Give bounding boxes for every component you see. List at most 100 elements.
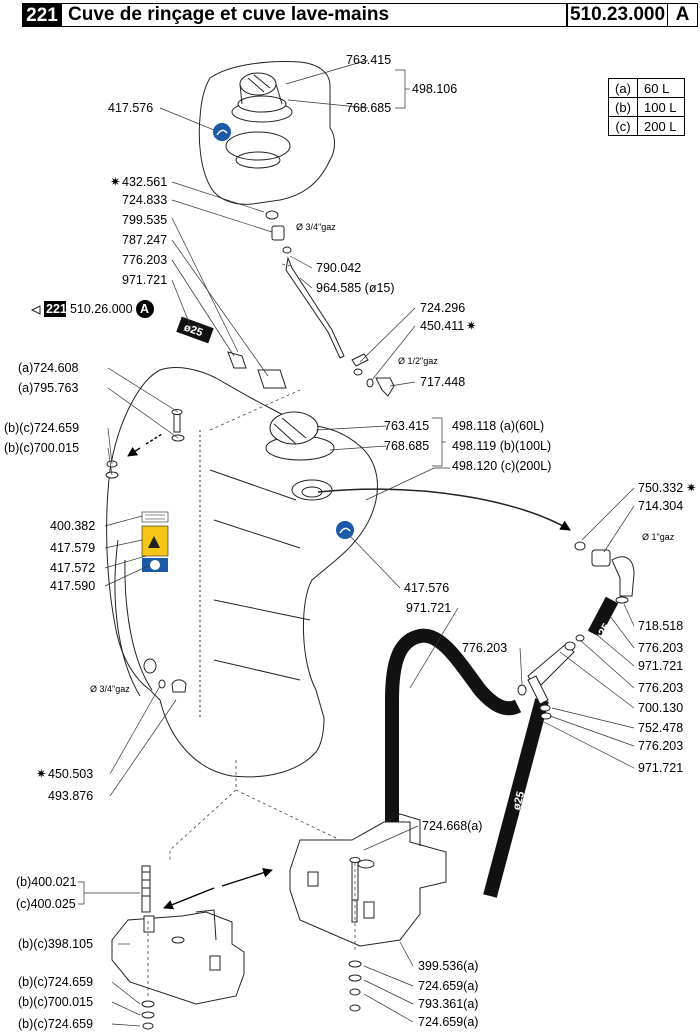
bracket-studs	[141, 857, 362, 1030]
assembly-arrows	[127, 433, 273, 910]
cross-reference: 221 510.26.000 A	[30, 300, 154, 318]
part-label: 498.119 (b)(100L)	[452, 439, 551, 453]
part-label: 768.685	[384, 439, 429, 453]
part-label: 752.478	[638, 721, 683, 735]
part-label: 714.304	[638, 499, 683, 513]
connector-pipe-section: ø25	[176, 316, 287, 389]
part-label: 400.382	[50, 519, 95, 533]
handwash-tank	[198, 61, 335, 205]
part-label: 417.576	[404, 581, 449, 595]
capacity-row: (a)60 L	[608, 78, 685, 98]
part-label: 724.833	[122, 193, 167, 207]
part-label: 432.561	[122, 175, 167, 189]
capacity-volume: 200 L	[637, 116, 685, 136]
part-label: 768.685	[346, 101, 391, 115]
wall-bolts	[105, 409, 185, 479]
thread-size-label: Ø 1"gaz	[642, 532, 675, 542]
part-label: 498.120 (c)(200L)	[452, 459, 551, 473]
part-label: (c)400.025	[16, 897, 76, 911]
cross-ref-revision: A	[140, 302, 149, 316]
cross-ref-section: 221	[46, 302, 67, 316]
part-label: 750.332	[638, 481, 683, 495]
part-label: (b)(c)700.015	[4, 441, 79, 455]
part-label: 417.579	[50, 541, 95, 555]
part-label: 776.203	[462, 641, 507, 655]
part-label: 799.535	[122, 213, 167, 227]
part-label: 498.118 (a)(60L)	[452, 419, 544, 433]
page-title: Cuve de rinçage et cuve lave-mains	[62, 3, 567, 27]
drain-fittings	[143, 658, 187, 693]
part-label: 971.721	[122, 273, 167, 287]
thread-size-label: Ø 3/4"gaz	[296, 222, 336, 232]
part-label: 417.572	[50, 561, 95, 575]
bracket-a	[289, 813, 447, 947]
star-marker: ✷	[686, 481, 697, 495]
reference-code: 510.23.000	[567, 3, 668, 27]
warning-stickers	[141, 511, 169, 572]
part-label: 724.659(a)	[418, 1015, 478, 1029]
part-label: 971.721	[638, 761, 683, 775]
page-header: 221 Cuve de rinçage et cuve lave-mains 5…	[0, 0, 700, 30]
part-label: 763.415	[346, 53, 391, 67]
outlet-hose	[317, 488, 571, 531]
part-label: (b)(c)724.659	[18, 975, 93, 989]
rinse-tank	[106, 367, 378, 778]
part-label: 776.203	[638, 681, 683, 695]
part-label: (a)724.608	[18, 361, 79, 375]
part-label: (b)400.021	[16, 875, 77, 889]
part-label: 450.411	[420, 319, 464, 333]
capacity-table: (a)60 L (b)100 L (c)200 L	[608, 78, 685, 136]
part-labels: 417.576 763.415 768.685 498.106 ✷ 432.56…	[4, 53, 697, 1031]
part-label: (a)795.763	[18, 381, 79, 395]
tee-fitting	[517, 634, 585, 720]
bracket-bc	[111, 909, 245, 1005]
part-label: 399.536(a)	[418, 959, 478, 973]
leader-lines	[78, 59, 635, 1027]
handwash-cap	[231, 72, 293, 123]
capacity-row: (c)200 L	[608, 116, 685, 136]
pipe-diameter-label: ø25	[511, 790, 528, 811]
assembly-lines	[147, 263, 356, 996]
part-label: 793.361(a)	[418, 997, 478, 1011]
top-outlet-fittings	[265, 210, 395, 397]
part-label: 717.448	[420, 375, 465, 389]
star-marker: ✷	[110, 175, 121, 189]
part-label: 776.203	[122, 253, 167, 267]
cross-ref-number: 510.26.000	[70, 302, 133, 316]
part-label: 724.668(a)	[422, 819, 482, 833]
pipe-diameter-label: ø25	[403, 693, 415, 712]
part-label: 724.659(a)	[418, 979, 478, 993]
part-label: 971.721	[638, 659, 683, 673]
thread-size-label: Ø 1/2"gaz	[398, 356, 438, 366]
pipe-segments: ø25 ø25 ø25	[385, 596, 619, 898]
part-label: 790.042	[316, 261, 361, 275]
water-sticker-icon-2	[336, 521, 354, 539]
star-marker: ✷	[36, 767, 47, 781]
outlet-elbow	[574, 541, 635, 604]
part-label: 964.585 (ø15)	[316, 281, 395, 295]
section-number: 221	[22, 3, 62, 27]
part-label: 787.247	[122, 233, 167, 247]
capacity-volume: 60 L	[637, 78, 685, 98]
water-sticker-icon	[213, 123, 231, 141]
rinse-cap	[265, 411, 335, 461]
star-marker: ✷	[466, 319, 477, 333]
part-label: 776.203	[638, 739, 683, 753]
part-label: (b)(c)398.105	[18, 937, 93, 951]
part-label: (b)(c)724.659	[4, 421, 79, 435]
part-label: 763.415	[384, 419, 429, 433]
revision-letter: A	[668, 3, 698, 27]
part-label: 417.590	[50, 579, 95, 593]
capacity-volume: 100 L	[637, 97, 685, 117]
part-label: 417.576	[108, 101, 153, 115]
part-label: 718.518	[638, 619, 683, 633]
part-label: 493.876	[48, 789, 93, 803]
rinse-inner-opening	[291, 479, 333, 501]
part-label: (b)(c)724.659	[18, 1017, 93, 1031]
part-label: 776.203	[638, 641, 683, 655]
part-label: 700.130	[638, 701, 683, 715]
thread-size-label: Ø 3/4"gaz	[90, 684, 130, 694]
part-label: 450.503	[48, 767, 93, 781]
part-label: (b)(c)700.015	[18, 995, 93, 1009]
